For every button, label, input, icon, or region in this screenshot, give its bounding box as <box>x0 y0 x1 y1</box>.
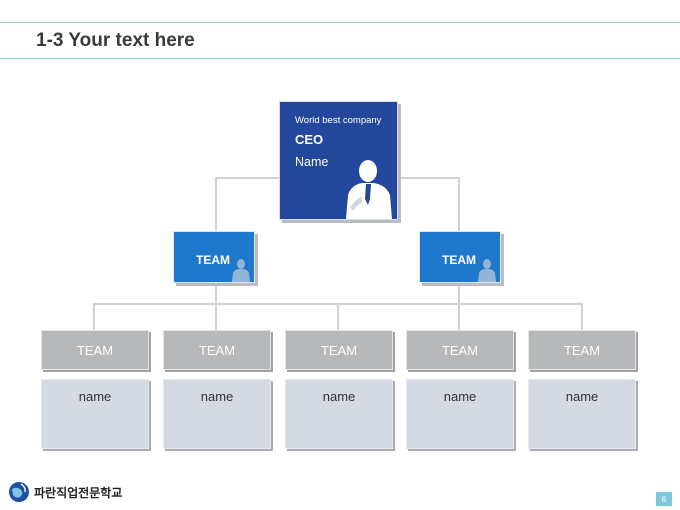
sub-team-card: name <box>41 379 149 449</box>
sub-team-head: TEAM <box>163 330 271 370</box>
connector-team-right-drop <box>458 283 460 330</box>
sub-team-name: name <box>200 389 234 404</box>
ceo-company: World best company <box>295 115 382 126</box>
person-silhouette-icon <box>346 160 392 219</box>
header-rule-top <box>0 22 680 23</box>
sub-team-name: name <box>78 389 112 404</box>
sub-team-head: TEAM <box>41 330 149 370</box>
connector-team-left-drop <box>215 283 217 330</box>
sub-team-head: TEAM <box>285 330 393 370</box>
slide-title: 1-3 Your text here <box>36 30 195 51</box>
connector-sub-1 <box>93 303 95 330</box>
connector-ceo-left <box>215 177 279 179</box>
sub-team-name: name <box>565 389 599 404</box>
ceo-title: CEO <box>295 132 324 147</box>
sub-team-card: name <box>285 379 393 449</box>
sub-team-name: name <box>443 389 477 404</box>
sub-team-head: TEAM <box>406 330 514 370</box>
ceo-name: Name <box>295 155 329 169</box>
ceo-box: World best company CEO Name <box>279 101 398 220</box>
connector-sub-5 <box>581 303 583 330</box>
connector-ceo-left-drop <box>215 177 217 231</box>
page-number: 6 <box>656 492 672 506</box>
header-rule-bottom <box>0 58 680 59</box>
sub-team-card: name <box>406 379 514 449</box>
globe-icon <box>9 482 29 502</box>
person-silhouette-icon <box>232 259 250 282</box>
team-label: TEAM <box>442 253 476 267</box>
sub-team-card: name <box>163 379 271 449</box>
logo-text: 파란직업전문학교 <box>34 485 123 500</box>
team-box-left: TEAM <box>173 231 255 283</box>
connector-ceo-right <box>396 177 459 179</box>
team-box-right: TEAM <box>419 231 501 283</box>
sub-team-head: TEAM <box>528 330 636 370</box>
team-label: TEAM <box>196 253 230 267</box>
person-silhouette-icon <box>478 259 496 282</box>
sub-team-card: name <box>528 379 636 449</box>
school-logo: 파란직업전문학교 <box>8 481 122 503</box>
connector-ceo-right-drop <box>458 177 460 231</box>
sub-team-name: name <box>322 389 356 404</box>
connector-sub-3 <box>337 303 339 330</box>
